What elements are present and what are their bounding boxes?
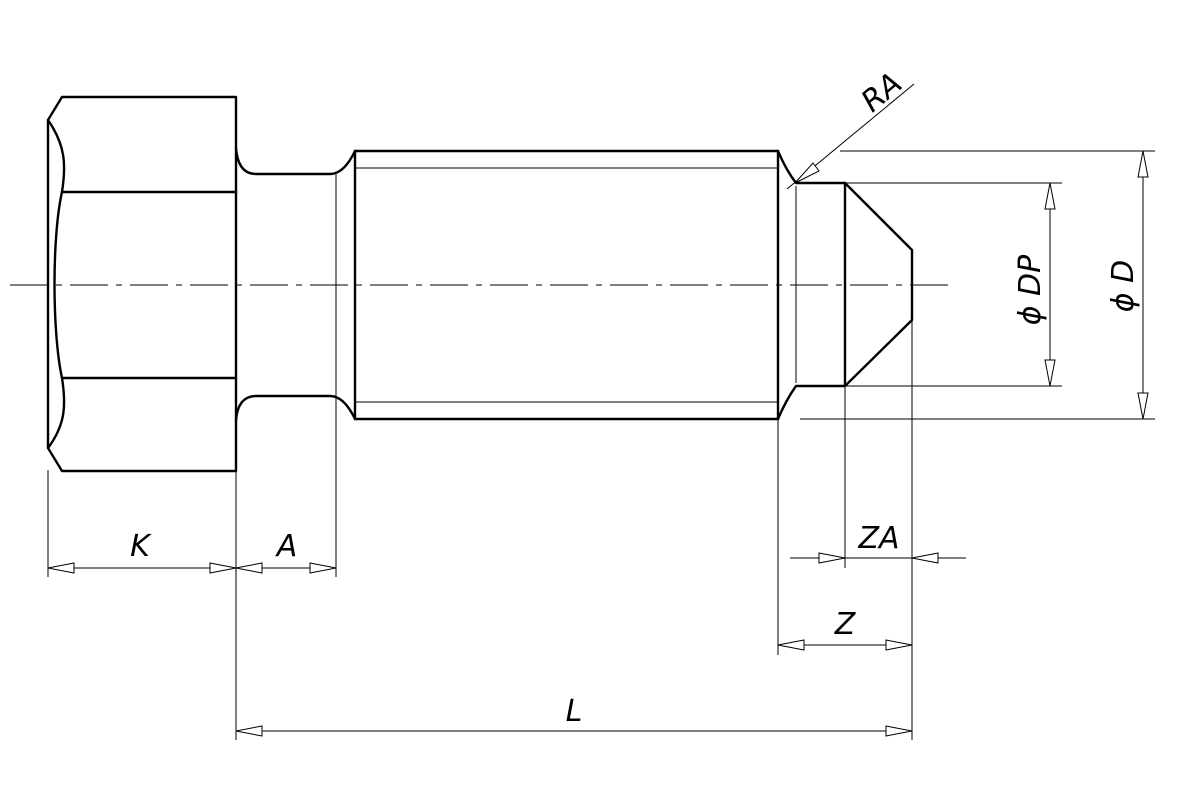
dimension-lines bbox=[48, 83, 1144, 732]
arrowheads bbox=[47, 150, 1149, 737]
label-l: L bbox=[566, 694, 583, 729]
label-a: A bbox=[275, 529, 298, 564]
label-k: K bbox=[130, 529, 152, 564]
label-za: ZA bbox=[857, 521, 899, 556]
label-d: ϕ D bbox=[1106, 260, 1141, 312]
hex-head bbox=[46, 95, 238, 473]
neck bbox=[234, 146, 357, 422]
label-dp: ϕ DP bbox=[1013, 254, 1048, 325]
threaded-body bbox=[353, 149, 780, 421]
label-ra: RA bbox=[855, 66, 909, 119]
extension-lines bbox=[47, 150, 1155, 740]
label-z: Z bbox=[834, 607, 857, 642]
